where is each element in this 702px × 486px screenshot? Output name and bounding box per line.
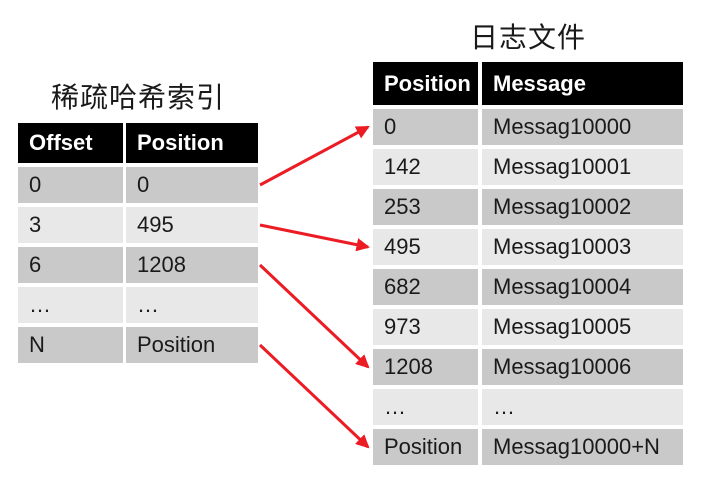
table-cell: Position (373, 429, 478, 465)
log-file-title: 日志文件 (469, 22, 586, 53)
table-cell: Messag10005 (482, 309, 683, 345)
table-cell: Messag10001 (482, 149, 683, 185)
table-cell: 973 (373, 309, 478, 345)
header-cell: Offset (18, 123, 123, 163)
index-to-log-arrow (259, 223, 370, 252)
table-cell: Messag10002 (482, 189, 683, 225)
index-to-log-arrow (259, 125, 370, 187)
table-cell: … (18, 287, 123, 323)
table-cell: 253 (373, 189, 478, 225)
table-cell: … (373, 389, 478, 425)
table-cell: 1208 (373, 349, 478, 385)
table-cell: N (18, 327, 123, 363)
index-to-log-arrow (258, 343, 370, 449)
table-cell: Messag10000+N (482, 429, 683, 465)
table-cell: 0 (373, 109, 478, 145)
table-cell: 682 (373, 269, 478, 305)
header-cell: Position (373, 62, 478, 105)
table-cell: 0 (126, 167, 258, 203)
table-cell: 6 (18, 247, 123, 283)
header-cell: Message (482, 62, 683, 105)
table-cell: … (482, 389, 683, 425)
table-cell: Messag10000 (482, 109, 683, 145)
table-cell: 142 (373, 149, 478, 185)
table-row: …… (18, 287, 258, 323)
index-to-log-arrow (258, 263, 370, 369)
table-cell: Messag10004 (482, 269, 683, 305)
table-cell: Position (126, 327, 258, 363)
table-cell: Messag10003 (482, 229, 683, 265)
header-cell: Position (126, 123, 258, 163)
table-cell: 0 (18, 167, 123, 203)
sparse-index-title: 稀疏哈希索引 (50, 82, 225, 113)
table-cell: 495 (373, 229, 478, 265)
table-cell: 3 (18, 207, 123, 243)
table-cell: … (126, 287, 258, 323)
table-cell: Messag10006 (482, 349, 683, 385)
table-cell: 1208 (126, 247, 258, 283)
table-row: …… (373, 389, 683, 425)
table-cell: 495 (126, 207, 258, 243)
